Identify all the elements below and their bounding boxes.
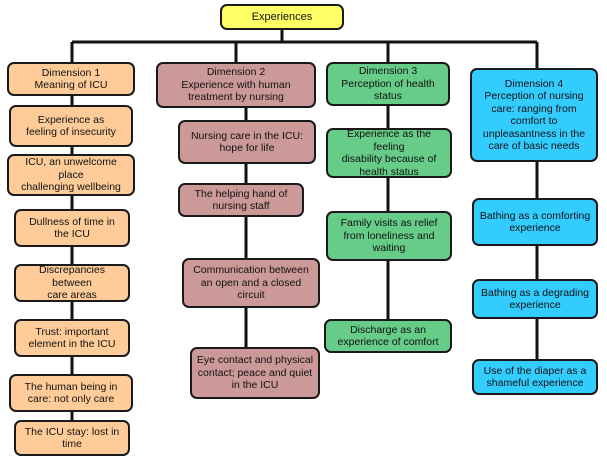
- root-node: Experiences: [220, 4, 344, 30]
- dimension-2-item: Nursing care in the ICU:hope for life: [178, 120, 316, 164]
- item-label: Nursing care in the ICU:hope for life: [190, 129, 304, 155]
- root-label: Experiences: [251, 10, 313, 23]
